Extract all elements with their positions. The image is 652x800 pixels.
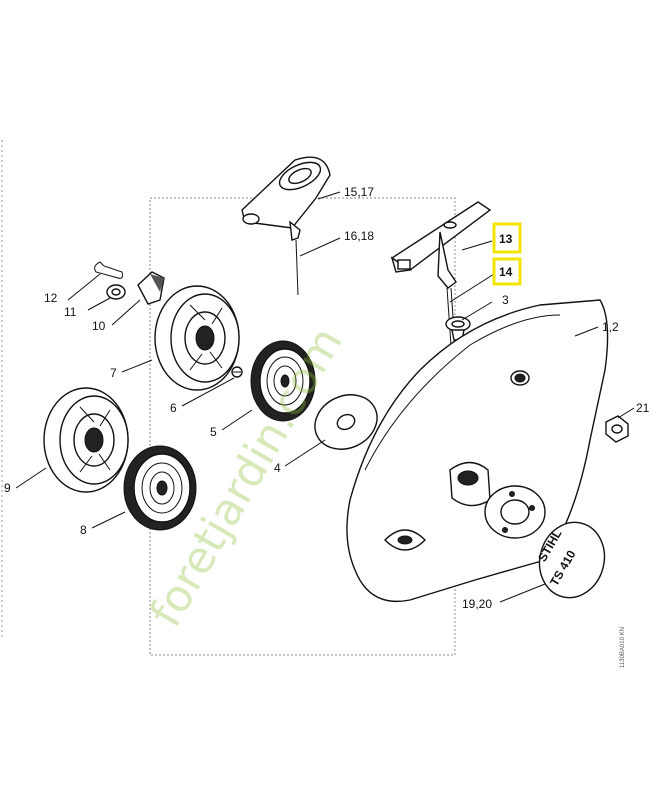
spring-clip-12 [94,261,123,279]
starter-grip-15-17 [241,156,331,296]
hex-nut-21 [605,415,629,443]
label-7: 7 [110,366,117,380]
leader-lines [15,191,635,603]
label-21: 21 [636,401,650,415]
fan-housing-1-2 [346,299,609,602]
label-16-18: 16,18 [344,229,374,243]
highlight-box-13 [492,222,522,254]
pawl-10 [137,271,165,305]
label-3: 3 [502,293,509,307]
washer-disc-4 [314,394,378,450]
side-code: 1130BA010 KN [620,627,626,668]
label-11: 11 [64,305,77,319]
screw-6 [231,366,243,378]
rewind-spring-5 [250,340,316,422]
rope-rotor-9 [43,387,129,493]
rope-guide-bush-3 [445,316,471,341]
label-15-17: 15,17 [344,185,374,199]
label-12: 12 [44,291,58,305]
label-5: 5 [210,425,217,439]
label-1-2: 1,2 [602,320,619,334]
group-frame [149,197,456,656]
label-6: 6 [170,401,177,415]
label-13: 13 [499,232,513,246]
rewind-spring-8 [123,445,197,531]
label-4: 4 [274,461,281,475]
label-8: 8 [80,523,87,537]
label-14: 14 [499,265,513,279]
label-9: 9 [4,481,11,495]
label-19-20: 19,20 [462,597,492,611]
rope-rotor-7 [154,285,240,391]
label-10: 10 [92,319,106,333]
highlight-box-14 [492,257,522,286]
washer-11 [106,284,126,300]
